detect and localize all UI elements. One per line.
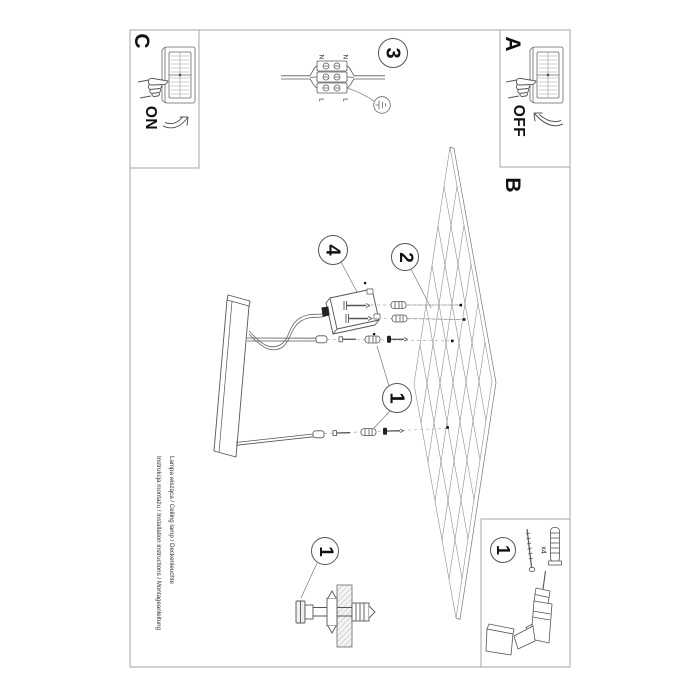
off-label: OFF xyxy=(510,104,527,138)
wire-label-n-left: N xyxy=(317,54,325,60)
panel-a-art xyxy=(505,46,564,127)
anchor-row-2 xyxy=(371,314,463,323)
callout-part-4: 4 xyxy=(318,235,348,265)
wall-plug-icon xyxy=(351,602,370,622)
canopy-screws xyxy=(343,301,373,323)
wire-label-l-left: L xyxy=(317,98,325,102)
rod-coupler xyxy=(315,335,328,344)
curved-arrow-up-left-icon xyxy=(533,112,564,127)
footer-instructions-line: Instrukcja montażu / Installation instru… xyxy=(155,456,162,631)
terminal-block-icon xyxy=(316,60,348,94)
pointing-hand-icon xyxy=(137,77,169,99)
panel-b-label: B xyxy=(501,177,524,193)
anchor-cross-section xyxy=(295,584,376,648)
wall-plug-icon xyxy=(390,301,407,309)
ceiling-panel-icon xyxy=(413,146,497,620)
rocker-switch-icon xyxy=(161,46,196,104)
callout-part-2: 2 xyxy=(391,243,419,271)
rod-coupler xyxy=(312,430,325,439)
callout-part-1-suspension: 1 xyxy=(382,383,412,413)
wall-plug-icon xyxy=(391,314,408,323)
lamp-cable-right xyxy=(346,65,385,89)
wall-plug-icon xyxy=(360,428,377,437)
drill-point-dots xyxy=(446,303,466,429)
screw-icon xyxy=(525,528,536,573)
panel-c-art xyxy=(137,46,196,129)
wall-plug-icon xyxy=(548,527,562,566)
curved-arrow-up-right-icon xyxy=(162,116,189,129)
earth-ground-symbol-icon xyxy=(373,96,391,114)
on-label: ON xyxy=(142,105,159,131)
screw-icon xyxy=(383,427,387,435)
wiring-diagram xyxy=(281,60,391,114)
screw-icon xyxy=(387,335,391,343)
linear-lamp-icon xyxy=(213,294,251,458)
mains-cable-left xyxy=(281,65,318,89)
quantity-label: x4 xyxy=(539,546,547,554)
power-cable xyxy=(248,312,327,351)
callout-part-1-tools: 1 xyxy=(490,537,516,563)
wire-label-n-right: N xyxy=(341,54,349,60)
callout-leaders xyxy=(300,261,432,599)
anchor-flange xyxy=(326,597,338,627)
tools-box-art xyxy=(485,527,562,656)
panel-c-label: C xyxy=(130,33,153,49)
suspension-row-upper xyxy=(246,335,451,344)
page-frame xyxy=(129,29,571,668)
pointing-hand-icon xyxy=(505,77,537,99)
footer-text: Lampa wisząca / Ceiling lamp / Deckenleu… xyxy=(152,456,178,630)
wire-label-l-right: L xyxy=(341,98,349,102)
ceiling-canopy xyxy=(321,282,381,336)
suspension-row-lower xyxy=(235,427,447,446)
wall-plug-icon xyxy=(364,335,381,344)
footer-title-line: Lampa wisząca / Ceiling lamp / Deckenleu… xyxy=(168,456,175,584)
panel-a-label: A xyxy=(501,36,524,52)
rocker-switch-icon xyxy=(529,46,564,104)
callout-step-3: 3 xyxy=(378,38,408,68)
anchor-row-1 xyxy=(371,301,460,309)
power-drill-icon xyxy=(485,570,553,656)
callout-part-1-anchor: 1 xyxy=(311,537,339,565)
